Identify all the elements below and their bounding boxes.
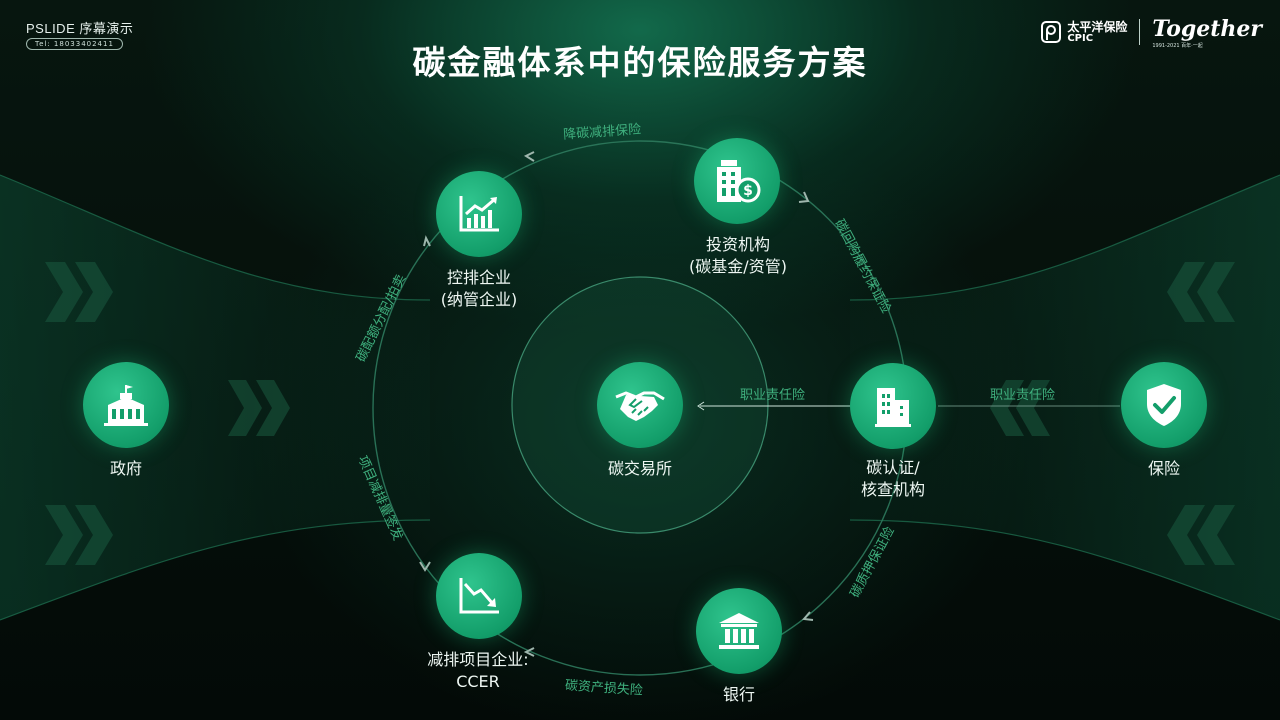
label-carbon-exchange: 碳交易所 xyxy=(608,458,672,480)
cpic-sub: CPIC xyxy=(1067,33,1094,44)
label-invest-line1: 投资机构 xyxy=(705,235,771,254)
node-carbon-exchange[interactable] xyxy=(597,362,683,448)
label-investment: 投资机构 (碳基金/资管) xyxy=(689,234,787,278)
node-reduction-project[interactable] xyxy=(436,553,522,639)
node-control-enterprise[interactable] xyxy=(436,171,522,257)
label-cert-line2: 核查机构 xyxy=(860,480,926,499)
label-certification: 碳认证/ 核查机构 xyxy=(861,457,925,501)
brand-text: PSLIDE 序幕演示 xyxy=(26,21,134,36)
page-title: 碳金融体系中的保险服务方案 xyxy=(412,43,868,82)
node-investment[interactable]: $ xyxy=(694,138,780,224)
label-government: 政府 xyxy=(110,458,142,480)
cpic-name-block: 太平洋保险 CPIC xyxy=(1067,20,1127,44)
node-certification[interactable] xyxy=(850,363,936,449)
label-cert-line1: 碳认证/ xyxy=(866,458,920,477)
label-insurance: 保险 xyxy=(1148,458,1180,480)
bank-icon xyxy=(719,613,759,649)
node-insurance[interactable] xyxy=(1121,362,1207,448)
label-bank-line1: 银行 xyxy=(722,685,756,704)
label-control-line1: 控排企业 xyxy=(446,268,511,287)
label-control-line2: (纳管企业) xyxy=(440,290,518,309)
label-invest-line2: (碳基金/资管) xyxy=(689,257,787,276)
node-bank[interactable] xyxy=(696,588,782,674)
edge-label-cert-exchange: 职业责任险 xyxy=(740,388,806,403)
together-slogan: Together xyxy=(1152,15,1262,42)
cpic-logo-icon xyxy=(1041,21,1062,43)
office-building-icon xyxy=(875,388,911,427)
svg-text:$: $ xyxy=(743,183,753,199)
label-control-enterprise: 控排企业 (纳管企业) xyxy=(441,267,518,311)
cpic-name: 太平洋保险 xyxy=(1067,20,1128,34)
together-sub: 1991-2021 百年·一起 xyxy=(1152,42,1203,49)
shield-check-icon xyxy=(1147,384,1181,426)
trend-up-chart-icon xyxy=(459,196,499,232)
trend-down-chart-icon xyxy=(459,578,499,614)
slogan-block: Together 1991-2021 百年·一起 xyxy=(1152,16,1262,49)
edge-label-insurance-cert: 职业责任险 xyxy=(990,388,1056,403)
company-logo: 太平洋保险 CPIC Together 1991-2021 百年·一起 xyxy=(1041,16,1262,49)
logo-divider xyxy=(1139,19,1141,45)
node-government[interactable] xyxy=(83,362,169,448)
building-coin-icon: $ xyxy=(717,160,761,203)
label-reduction-line2: CCER xyxy=(456,672,500,691)
label-exchange-line1: 碳交易所 xyxy=(607,459,673,478)
label-reduction-project: 减排项目企业: CCER xyxy=(427,649,528,693)
label-insurance-line1: 保险 xyxy=(1147,459,1181,478)
phone-badge: Tel: 18033402411 xyxy=(26,38,123,50)
label-reduction-line1: 减排项目企业: xyxy=(427,650,529,669)
handshake-icon xyxy=(615,391,665,421)
government-building-icon xyxy=(104,385,148,426)
label-bank: 银行 xyxy=(723,684,755,706)
label-gov-line1: 政府 xyxy=(109,459,143,478)
